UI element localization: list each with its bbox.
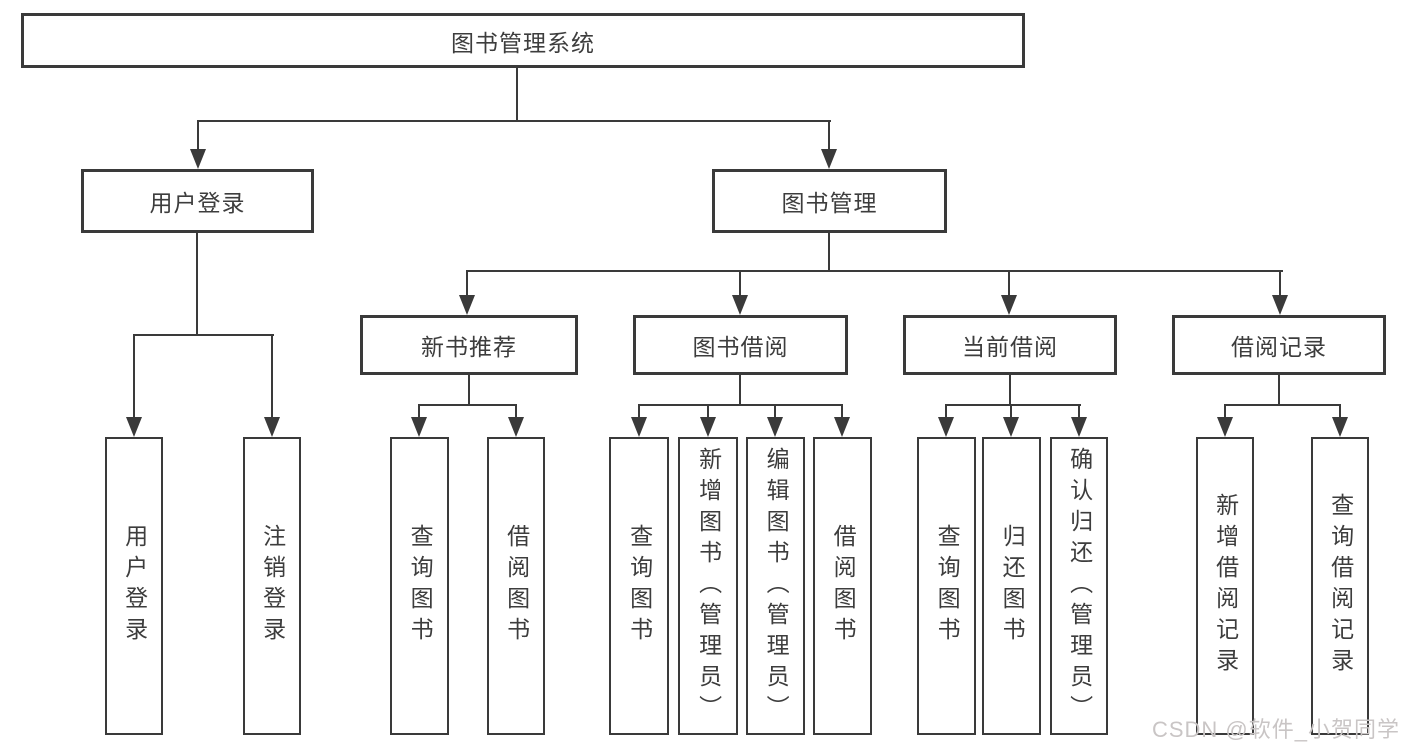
arrowhead-down-icon xyxy=(1332,417,1348,437)
leaf-borrow-book-1: 借阅图书 xyxy=(487,437,545,735)
leaf-query-book-3: 查询图书 xyxy=(917,437,976,735)
connector-drop xyxy=(1078,404,1080,418)
connector-drop xyxy=(418,404,420,418)
arrowhead-down-icon xyxy=(1071,417,1087,437)
arrowhead-down-icon xyxy=(938,417,954,437)
arrowhead-down-icon xyxy=(264,417,280,437)
connector-drop xyxy=(707,404,709,418)
connector-drop xyxy=(515,404,517,418)
connector-root-stem xyxy=(516,68,518,121)
arrowhead-down-icon xyxy=(700,417,716,437)
connector-drop xyxy=(638,404,640,418)
connector-drop-current-borrow xyxy=(1008,270,1010,296)
connector-drop-leaf-user-login xyxy=(133,334,135,418)
leaf-edit-book-admin: 编辑图书（管理员） xyxy=(746,437,805,735)
connector-drop-borrow-record xyxy=(1279,270,1281,296)
connector-book-management-rail xyxy=(466,270,1283,272)
arrowhead-down-icon xyxy=(126,417,142,437)
arrowhead-down-icon xyxy=(411,417,427,437)
leaf-user-login: 用户登录 xyxy=(105,437,163,735)
node-user-login: 用户登录 xyxy=(81,169,314,233)
node-book-management: 图书管理 xyxy=(712,169,947,233)
arrowhead-down-icon xyxy=(631,417,647,437)
arrowhead-down-icon xyxy=(732,295,748,315)
connector-drop-book-borrow xyxy=(739,270,741,296)
connector-drop xyxy=(774,404,776,418)
connector-drop-new-book xyxy=(466,270,468,296)
connector-drop xyxy=(1224,404,1226,418)
node-borrow-record: 借阅记录 xyxy=(1172,315,1386,375)
arrowhead-down-icon xyxy=(508,417,524,437)
connector-current-borrow-rail xyxy=(945,404,1081,406)
leaf-confirm-return-admin: 确认归还（管理员） xyxy=(1050,437,1108,735)
connector-drop-book-management xyxy=(828,120,830,150)
node-book-borrow: 图书借阅 xyxy=(633,315,848,375)
leaf-return-book: 归还图书 xyxy=(982,437,1041,735)
arrowhead-down-icon xyxy=(767,417,783,437)
connector-drop-leaf-logout xyxy=(271,334,273,418)
arrowhead-down-icon xyxy=(459,295,475,315)
leaf-logout: 注销登录 xyxy=(243,437,301,735)
arrowhead-down-icon xyxy=(190,149,206,169)
connector-book-borrow-rail xyxy=(638,404,843,406)
connector-new-book-rail xyxy=(418,404,517,406)
connector-drop xyxy=(1010,404,1012,418)
node-new-book-recommend: 新书推荐 xyxy=(360,315,578,375)
connector-user-login-stem xyxy=(196,233,198,335)
arrowhead-down-icon xyxy=(1001,295,1017,315)
connector-book-management-stem xyxy=(828,233,830,271)
node-current-borrow: 当前借阅 xyxy=(903,315,1117,375)
leaf-query-book-1: 查询图书 xyxy=(390,437,449,735)
connector-borrow-record-stem xyxy=(1278,375,1280,405)
leaf-query-book-2: 查询图书 xyxy=(609,437,669,735)
arrowhead-down-icon xyxy=(1217,417,1233,437)
connector-book-borrow-stem xyxy=(739,375,741,405)
connector-root-rail xyxy=(197,120,831,122)
arrowhead-down-icon xyxy=(821,149,837,169)
leaf-borrow-book-2: 借阅图书 xyxy=(813,437,872,735)
connector-user-login-rail xyxy=(133,334,274,336)
connector-new-book-stem xyxy=(468,375,470,405)
arrowhead-down-icon xyxy=(1272,295,1288,315)
arrowhead-down-icon xyxy=(834,417,850,437)
leaf-add-book-admin: 新增图书（管理员） xyxy=(678,437,738,735)
connector-current-borrow-stem xyxy=(1009,375,1011,405)
leaf-query-borrow-record: 查询借阅记录 xyxy=(1311,437,1369,735)
arrowhead-down-icon xyxy=(1003,417,1019,437)
connector-drop xyxy=(945,404,947,418)
connector-borrow-record-rail xyxy=(1224,404,1341,406)
connector-drop xyxy=(841,404,843,418)
node-system-root: 图书管理系统 xyxy=(21,13,1025,68)
leaf-add-borrow-record: 新增借阅记录 xyxy=(1196,437,1254,735)
connector-drop-user-login xyxy=(197,120,199,150)
connector-drop xyxy=(1339,404,1341,418)
csdn-watermark: CSDN @软件_小贺同学 xyxy=(1151,717,1400,742)
